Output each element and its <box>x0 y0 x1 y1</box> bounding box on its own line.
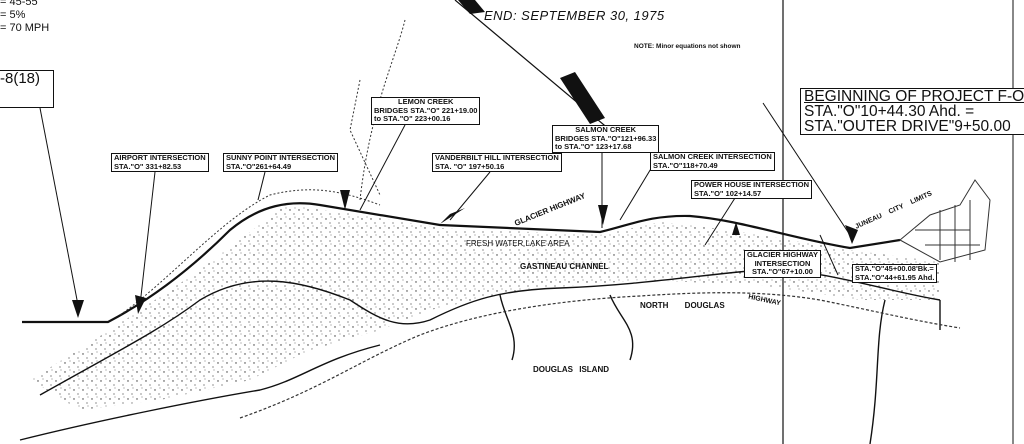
spec-design-speed: = 70 MPH <box>0 22 50 34</box>
north-douglas-label: NORTH DOUGLAS <box>640 301 725 310</box>
tidal-flats <box>30 205 940 410</box>
spec-grade: = 5% <box>0 9 26 21</box>
north-douglas-highway <box>239 292 961 419</box>
station-equation-label: STA."O"45+00.08'Bk.=STA."O"44+61.95 Ahd. <box>852 264 938 283</box>
sheet-borders <box>782 0 1014 444</box>
arrow-heads <box>72 0 858 318</box>
project-number-box: -8(18) <box>0 70 54 108</box>
glacier-highway <box>22 202 901 324</box>
fresh-water-lake-label: FRESH WATER LAKE AREA <box>466 239 570 248</box>
note: NOTE: Minor equations not shown <box>634 43 741 50</box>
gastineau-channel-label: GASTINEAU CHANNEL <box>520 262 609 271</box>
spec-speed-range: = 45-55 <box>0 0 38 8</box>
douglas-island-label: DOUGLAS ISLAND <box>533 365 609 374</box>
end-date: END: SEPTEMBER 30, 1975 <box>484 8 665 23</box>
city-grid <box>899 179 991 263</box>
